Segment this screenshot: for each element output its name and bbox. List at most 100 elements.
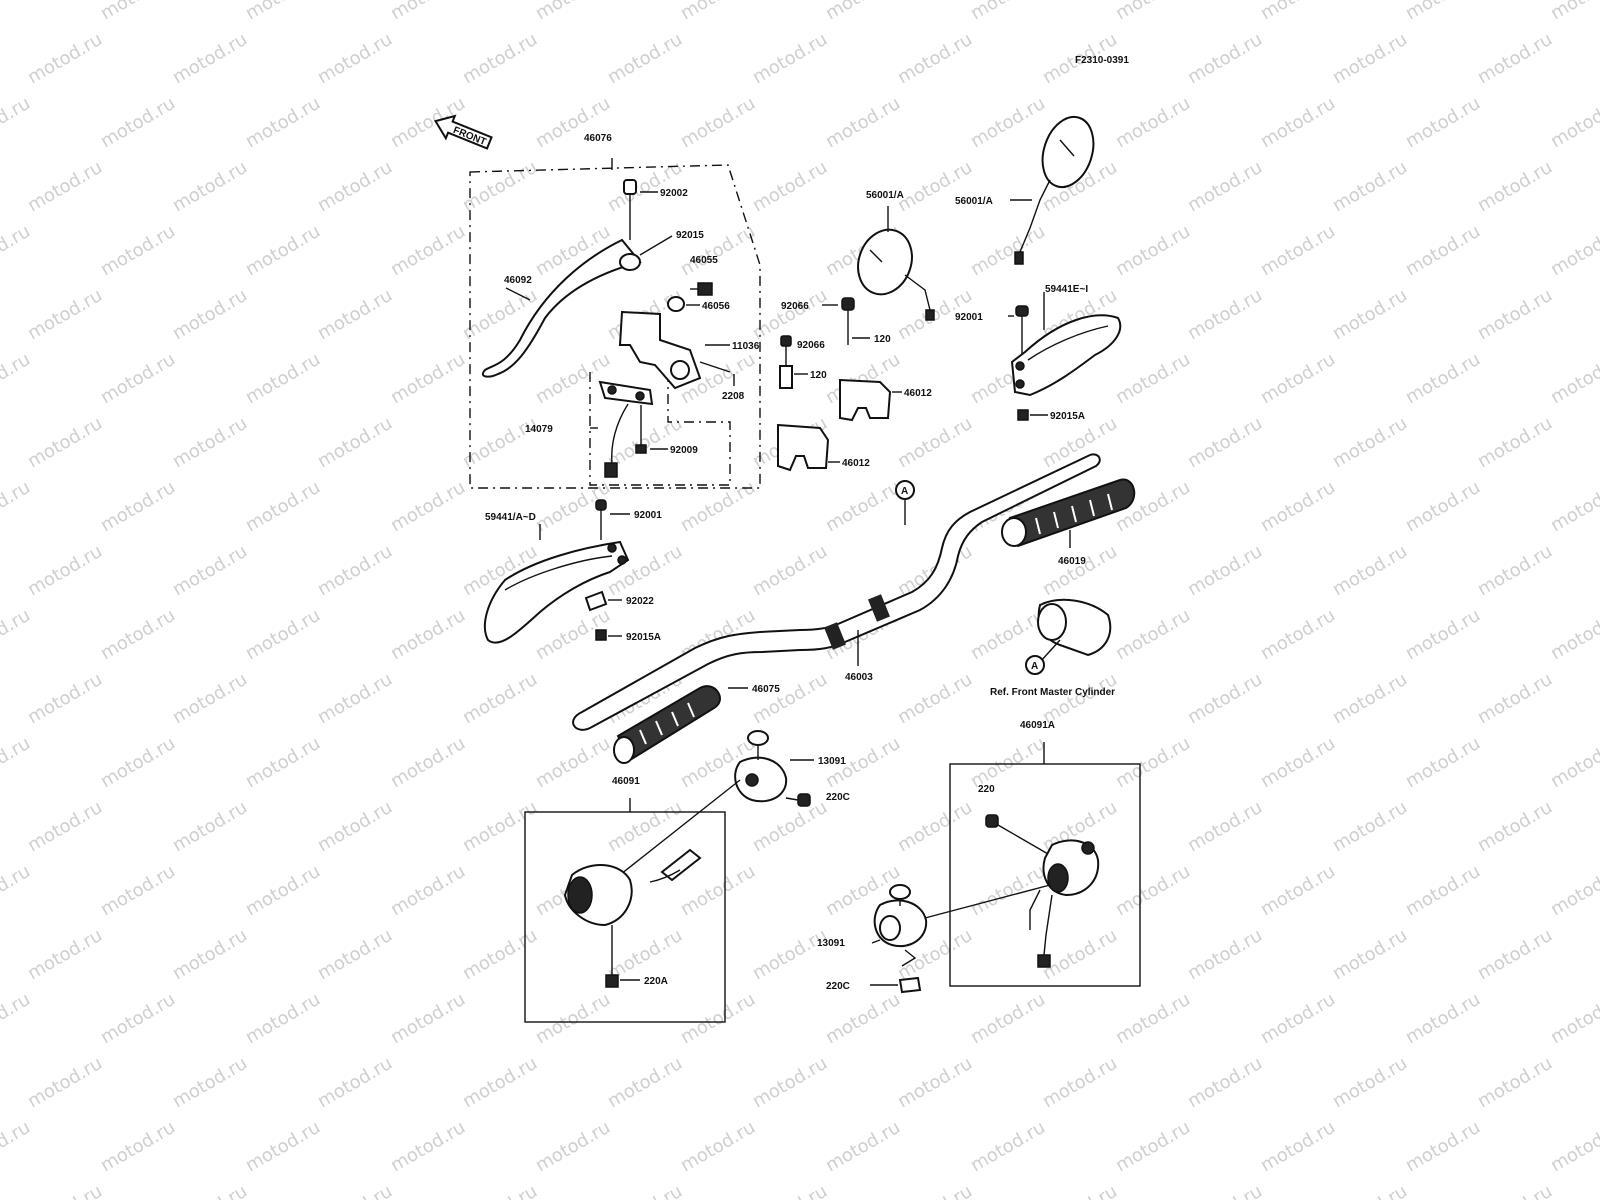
right-switch-assembly: 46091A 220 13091 220C xyxy=(817,720,1141,994)
watermark-text: motod.ru xyxy=(387,1117,469,1176)
watermark-text: motod.ru xyxy=(0,93,34,152)
watermark-text: motod.ru xyxy=(24,1181,106,1200)
label-92002: 92002 xyxy=(660,188,688,199)
watermark-text: motod.ru xyxy=(1184,669,1266,728)
watermark-text: motod.ru xyxy=(749,29,831,88)
label-46055: 46055 xyxy=(690,255,718,266)
watermark-text: motod.ru xyxy=(459,925,541,984)
watermark-text: motod.ru xyxy=(1402,0,1484,24)
watermark-text: motod.ru xyxy=(1039,925,1121,984)
label-92066-top: 92066 xyxy=(781,301,809,312)
watermark-text: motod.ru xyxy=(459,797,541,856)
watermark-text: motod.ru xyxy=(387,861,469,920)
watermark-text: motod.ru xyxy=(604,797,686,856)
label-92001-left: 92001 xyxy=(634,510,662,521)
watermark-text: motod.ru xyxy=(1547,733,1600,792)
watermark-text: motod.ru xyxy=(1039,1181,1121,1200)
watermark-text: motod.ru xyxy=(1329,1181,1411,1200)
label-13091-left: 13091 xyxy=(818,756,846,767)
watermark-text: motod.ru xyxy=(1474,1053,1556,1112)
watermark-text: motod.ru xyxy=(0,0,34,24)
watermark-text: motod.ru xyxy=(1257,861,1339,920)
watermark-text: motod.ru xyxy=(894,1053,976,1112)
upper-clamp xyxy=(839,378,892,422)
watermark-text: motod.ru xyxy=(1257,349,1339,408)
watermark-text: motod.ru xyxy=(1329,157,1411,216)
watermark-text: motod.ru xyxy=(1474,541,1556,600)
watermark-text: motod.ru xyxy=(749,1053,831,1112)
watermark-text: motod.ru xyxy=(314,413,396,472)
label-46075: 46075 xyxy=(752,684,780,695)
watermark-text: motod.ru xyxy=(1112,989,1194,1048)
watermark-text: motod.ru xyxy=(1329,541,1411,600)
right-handguard: 92001 59441E~I 92015A xyxy=(955,284,1122,422)
watermark-text: motod.ru xyxy=(822,93,904,152)
watermark-text: motod.ru xyxy=(1402,349,1484,408)
watermark-text: motod.ru xyxy=(0,477,34,536)
watermark-text: motod.ru xyxy=(1474,925,1556,984)
watermark-text: motod.ru xyxy=(169,669,251,728)
watermark-text: motod.ru xyxy=(894,29,976,88)
watermark-text: motod.ru xyxy=(1402,221,1484,280)
label-46012-top: 46012 xyxy=(904,388,932,399)
watermark-text: motod.ru xyxy=(1329,797,1411,856)
watermark-text: motod.ru xyxy=(0,1117,34,1176)
watermark-text: motod.ru xyxy=(1547,349,1600,408)
watermark-text: motod.ru xyxy=(97,733,179,792)
watermark-text: motod.ru xyxy=(1039,541,1121,600)
watermark-text: motod.ru xyxy=(387,0,469,24)
watermark-text: motod.ru xyxy=(314,157,396,216)
watermark-text: motod.ru xyxy=(1402,1117,1484,1176)
watermark-text: motod.ru xyxy=(1257,93,1339,152)
watermark-text: motod.ru xyxy=(532,1117,614,1176)
label-2208: 2208 xyxy=(722,391,745,402)
watermark-text: motod.ru xyxy=(459,29,541,88)
watermark-text: motod.ru xyxy=(314,1181,396,1200)
watermark-text: motod.ru xyxy=(169,925,251,984)
watermark-text: motod.ru xyxy=(967,221,1049,280)
watermark-text: motod.ru xyxy=(1547,221,1600,280)
watermark-text: motod.ru xyxy=(967,93,1049,152)
watermark-text: motod.ru xyxy=(967,989,1049,1048)
watermark-text: motod.ru xyxy=(1184,1053,1266,1112)
label-46019: 46019 xyxy=(1058,556,1086,567)
watermark-text: motod.ru xyxy=(1039,1053,1121,1112)
watermark-text: motod.ru xyxy=(459,669,541,728)
watermark-text: motod.ru xyxy=(387,349,469,408)
watermark-text: motod.ru xyxy=(532,0,614,24)
watermark-text: motod.ru xyxy=(749,157,831,216)
label-11036: 11036 xyxy=(732,341,760,352)
watermark-text: motod.ru xyxy=(1329,669,1411,728)
watermark-text: motod.ru xyxy=(749,1181,831,1200)
watermark-text: motod.ru xyxy=(1112,93,1194,152)
watermark-text: motod.ru xyxy=(677,0,759,24)
watermark-text: motod.ru xyxy=(24,413,106,472)
watermark-text: motod.ru xyxy=(1112,221,1194,280)
label-92066-bottom: 92066 xyxy=(797,340,825,351)
label-59441ad: 59441/A~D xyxy=(485,512,536,523)
watermark-text: motod.ru xyxy=(1402,605,1484,664)
label-220a: 220A xyxy=(644,976,668,987)
watermark-text: motod.ru xyxy=(242,477,324,536)
watermark-text: motod.ru xyxy=(894,1181,976,1200)
label-120-bottom: 120 xyxy=(810,370,827,381)
watermark-text: motod.ru xyxy=(1112,861,1194,920)
watermark-text: motod.ru xyxy=(677,477,759,536)
label-92001-right: 92001 xyxy=(955,312,983,323)
label-46091: 46091 xyxy=(612,776,640,787)
watermark-text: motod.ru xyxy=(1547,0,1600,24)
watermark-text: motod.ru xyxy=(387,221,469,280)
watermark-text: motod.ru xyxy=(677,861,759,920)
watermark-text: motod.ru xyxy=(1402,733,1484,792)
watermark-text: motod.ru xyxy=(1402,93,1484,152)
watermark-text: motod.ru xyxy=(1474,669,1556,728)
watermark-text: motod.ru xyxy=(532,733,614,792)
watermark-text: motod.ru xyxy=(532,989,614,1048)
watermark-text: motod.ru xyxy=(1547,861,1600,920)
label-46092: 46092 xyxy=(504,275,532,286)
watermark-text: motod.ru xyxy=(1474,29,1556,88)
watermark-text: motod.ru xyxy=(1257,1117,1339,1176)
watermark-text: motod.ru xyxy=(24,669,106,728)
watermark-text: motod.ru xyxy=(459,1181,541,1200)
